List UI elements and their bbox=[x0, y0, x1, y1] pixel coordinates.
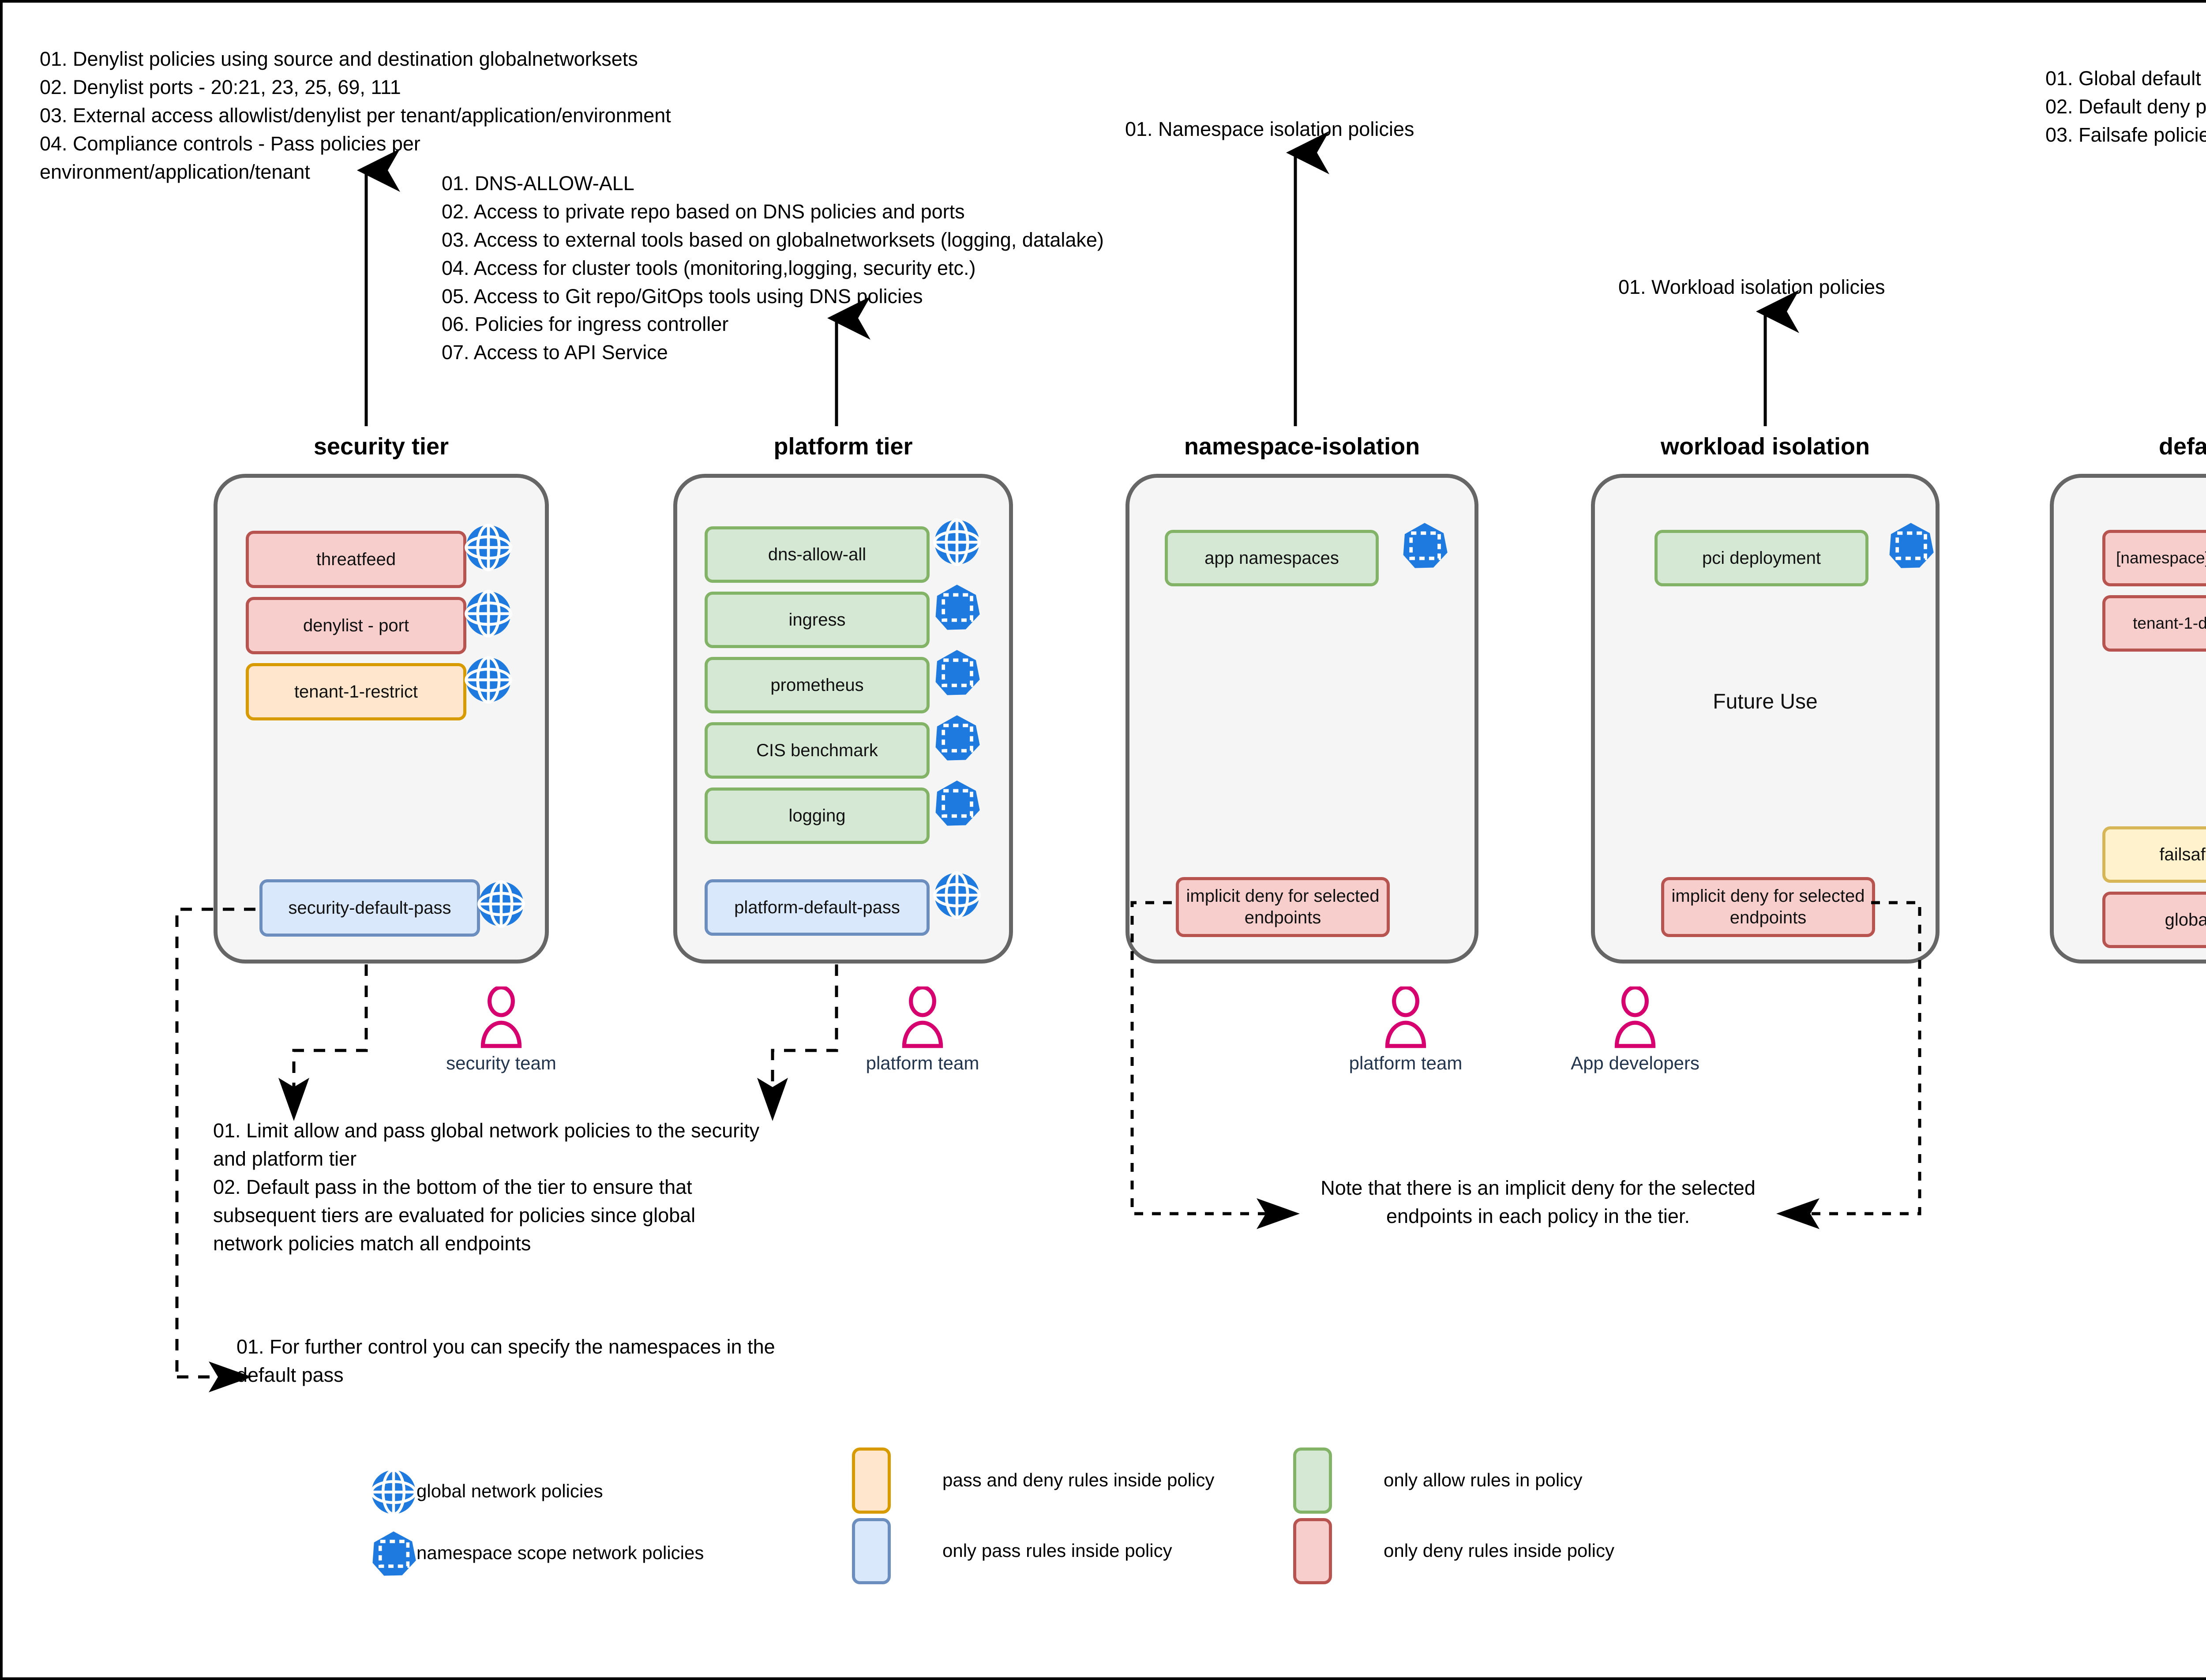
tier-platform[interactable]: dns-allow-all ingress prometheus CIS ben… bbox=[673, 474, 1013, 964]
actor-label-platform-team-2: platform team bbox=[1349, 1053, 1463, 1073]
tier-workload-isolation[interactable]: pci deployment Future Use implicit deny … bbox=[1591, 474, 1940, 964]
tier-title-platform: platform tier bbox=[773, 433, 913, 460]
policy-pci-deployment[interactable]: pci deployment bbox=[1654, 530, 1868, 586]
connector-platform-pass-to-note bbox=[757, 964, 838, 1121]
policy-cis-benchmark[interactable]: CIS benchmark bbox=[705, 722, 930, 779]
actor-label-app-developers: App developers bbox=[1571, 1053, 1700, 1073]
legend-swatch-deny bbox=[1293, 1518, 1332, 1584]
tier-title-workload-isolation: workload isolation bbox=[1660, 433, 1870, 460]
legend-swatch-allow bbox=[1293, 1448, 1332, 1514]
legend-label-namespace-scope-network-policies: namespace scope network policies bbox=[416, 1542, 704, 1563]
policy-denylist-port[interactable]: denylist - port bbox=[246, 597, 466, 654]
policy-threatfeed[interactable]: threatfeed bbox=[246, 531, 466, 588]
policy-security-default-pass[interactable]: security-default-pass bbox=[259, 879, 480, 937]
tier-title-security: security tier bbox=[313, 433, 449, 460]
policy-prometheus[interactable]: prometheus bbox=[705, 657, 930, 713]
legend-label-only-pass: only pass rules inside policy bbox=[942, 1540, 1172, 1561]
policy-tenant-1-default-deny[interactable]: tenant-1-default-deny bbox=[2102, 595, 2206, 652]
tier-namespace-isolation[interactable]: app namespaces implicit deny for selecte… bbox=[1126, 474, 1478, 964]
workload-isolation-notes: 01. Workload isolation policies bbox=[1618, 276, 1885, 298]
tier-default[interactable]: [namespace]-default-deny tenant-1-defaul… bbox=[2050, 474, 2206, 964]
global-network-policy-icon bbox=[371, 1470, 415, 1514]
policy-namespace-default-deny[interactable]: [namespace]-default-deny bbox=[2102, 530, 2206, 586]
policy-failsafe-allow[interactable]: failsafe-allow bbox=[2102, 826, 2206, 883]
legend-label-global-network-policies: global network policies bbox=[416, 1481, 603, 1501]
tier-security[interactable]: threatfeed denylist - port tenant-1-rest… bbox=[214, 474, 549, 964]
policy-logging[interactable]: logging bbox=[705, 788, 930, 844]
policy-implicit-deny-namespace[interactable]: implicit deny for selected endpoints bbox=[1176, 877, 1390, 937]
implicit-deny-note: Note that there is an implicit deny for … bbox=[1321, 1177, 1756, 1227]
tier-title-default: default tier bbox=[2158, 433, 2206, 460]
further-control-note: 01. For further control you can specify … bbox=[236, 1335, 775, 1386]
legend-label-only-allow: only allow rules in policy bbox=[1384, 1470, 1583, 1490]
global-policy-note: 01. Limit allow and pass global network … bbox=[213, 1119, 760, 1255]
legend-swatch-mixed bbox=[852, 1448, 891, 1514]
security-tier-notes: 01. Denylist policies using source and d… bbox=[40, 48, 671, 183]
person-icon bbox=[904, 987, 941, 1046]
workload-future-use-label: Future Use bbox=[1713, 690, 1818, 713]
person-icon bbox=[483, 987, 519, 1046]
policy-global-deny[interactable]: global-deny bbox=[2102, 892, 2206, 948]
actor-label-security-team-1: security team bbox=[446, 1053, 556, 1073]
legend-label-only-deny: only deny rules inside policy bbox=[1384, 1540, 1614, 1561]
namespace-scope-policy-icon bbox=[372, 1531, 416, 1575]
namespace-isolation-notes: 01. Namespace isolation policies bbox=[1125, 118, 1414, 140]
default-tier-notes: 01. Global default deny 02. Default deny… bbox=[2045, 67, 2206, 146]
person-icon bbox=[1617, 987, 1653, 1046]
tier-title-namespace-isolation: namespace-isolation bbox=[1184, 433, 1420, 460]
policy-tenant-1-restrict[interactable]: tenant-1-restrict bbox=[246, 663, 466, 720]
connector-security-pass-to-note bbox=[278, 964, 368, 1121]
person-icon bbox=[1387, 987, 1424, 1046]
actor-label-platform-team-1: platform team bbox=[866, 1053, 979, 1073]
policy-ingress[interactable]: ingress bbox=[705, 592, 930, 648]
policy-implicit-deny-workload[interactable]: implicit deny for selected endpoints bbox=[1661, 877, 1875, 937]
legend-swatch-pass bbox=[852, 1518, 891, 1584]
policy-platform-default-pass[interactable]: platform-default-pass bbox=[705, 879, 930, 936]
legend-label-pass-and-deny: pass and deny rules inside policy bbox=[942, 1470, 1215, 1490]
policy-dns-allow-all[interactable]: dns-allow-all bbox=[705, 526, 930, 583]
policy-app-namespaces[interactable]: app namespaces bbox=[1165, 530, 1379, 586]
platform-tier-notes: 01. DNS-ALLOW-ALL 02. Access to private … bbox=[442, 172, 1104, 364]
